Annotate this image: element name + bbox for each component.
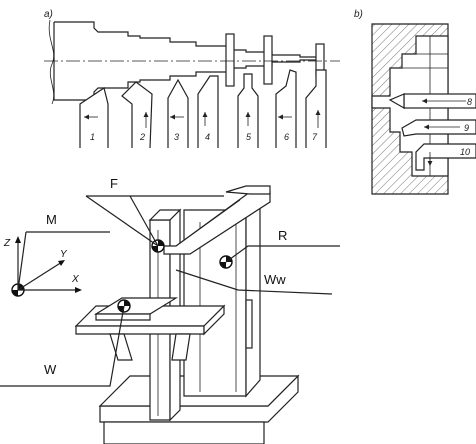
turning-tool-6: 6 — [275, 69, 297, 148]
tool-7-number: 7 — [312, 132, 318, 142]
label-Ww: Ww — [264, 272, 286, 287]
boring-tool-9: 9 — [401, 119, 476, 137]
boring-tool-8: 8 — [388, 93, 476, 110]
label-F: F — [110, 176, 118, 191]
overarm — [163, 185, 271, 255]
tool-5-number: 5 — [246, 132, 252, 142]
label-R: R — [278, 228, 287, 243]
turning-tool-1: 1 — [79, 87, 109, 148]
tool-3-number: 3 — [174, 132, 179, 142]
tool-2-number: 2 — [139, 132, 145, 142]
label-W: W — [44, 362, 57, 377]
stepped-shaft — [44, 19, 340, 105]
label-M: M — [46, 212, 57, 227]
turning-tool-5: 5 — [237, 73, 259, 148]
turning-tool-4: 4 — [197, 75, 219, 148]
turning-tool-2: 2 — [121, 81, 153, 149]
turning-tools: 1 2 3 4 — [79, 69, 327, 149]
axis-label-y: Y — [60, 249, 68, 260]
tool-8-number: 8 — [467, 97, 472, 107]
tool-1-number: 1 — [90, 132, 95, 142]
machine-table — [74, 297, 226, 361]
panel-b-label: b) — [354, 9, 363, 20]
panel-b-boring: b) 8 9 10 — [354, 9, 476, 195]
panel-a-label: a) — [44, 9, 53, 20]
coordinate-axes: Z Y X — [3, 236, 82, 293]
tool-10-number: 10 — [460, 147, 470, 157]
leader-lines — [0, 195, 340, 387]
turning-tool-7: 7 — [305, 69, 327, 148]
reference-symbol-W — [117, 299, 131, 313]
panel-a-turning: a) 1 — [44, 9, 340, 149]
axis-label-z: Z — [3, 238, 11, 249]
tool-4-number: 4 — [205, 132, 210, 142]
axis-label-x: X — [71, 274, 79, 285]
machine-tool-drawing: Z Y X F M R Ww W — [0, 176, 340, 444]
turning-tool-3: 3 — [167, 78, 189, 148]
boring-tool-10: 10 — [415, 143, 476, 171]
tool-6-number: 6 — [284, 132, 289, 142]
tool-9-number: 9 — [464, 123, 469, 133]
